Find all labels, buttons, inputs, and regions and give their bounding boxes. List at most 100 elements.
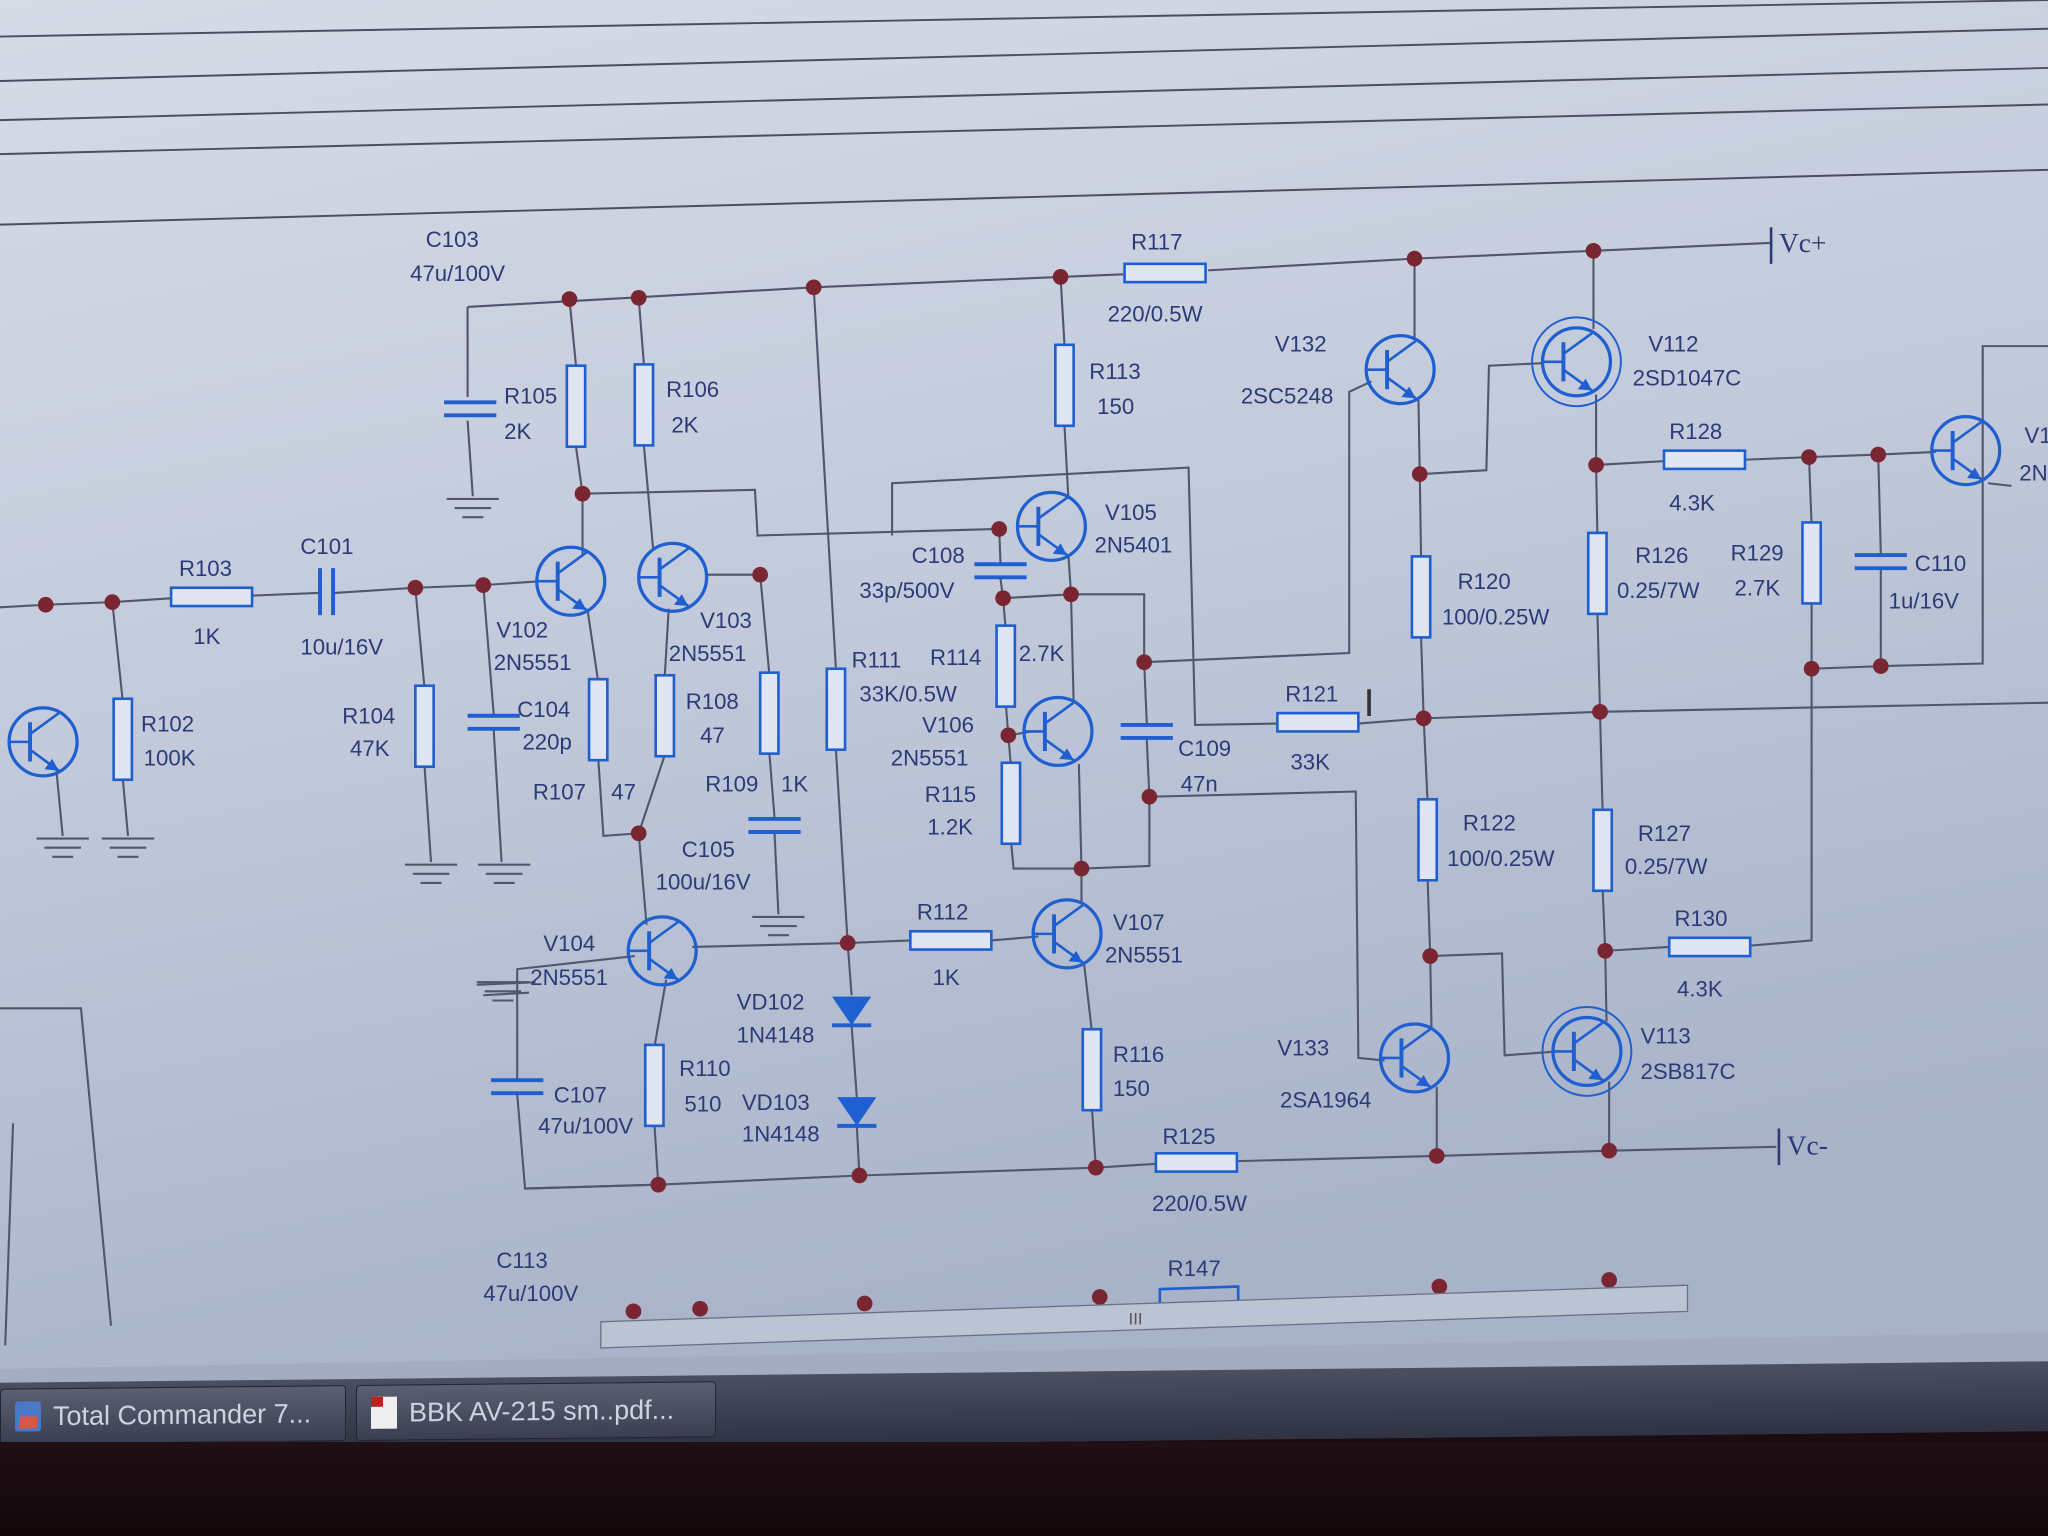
component-value: 47u/100V bbox=[410, 261, 505, 286]
component-v101[interactable] bbox=[7, 706, 79, 778]
horizontal-scrollbar[interactable]: III bbox=[600, 1284, 1689, 1349]
component-label: R130 bbox=[1674, 906, 1727, 931]
junction-node bbox=[625, 1303, 642, 1320]
taskbar-item-pdf[interactable]: BBK AV-215 sm..pdf... bbox=[356, 1381, 716, 1441]
taskbar-item-total-commander[interactable]: Total Commander 7... bbox=[0, 1385, 346, 1445]
component-label: R147 bbox=[1168, 1256, 1221, 1281]
component-value: 150 bbox=[1097, 394, 1134, 419]
junction-node bbox=[1415, 710, 1432, 727]
wire bbox=[482, 585, 495, 715]
component-value: 0.25/7W bbox=[1617, 578, 1700, 603]
wire bbox=[492, 730, 503, 863]
component-label: R111 bbox=[852, 647, 902, 672]
component-r147[interactable]: R147 bbox=[1158, 1256, 1240, 1304]
resistor-body bbox=[1667, 936, 1752, 958]
component-v1x[interactable]: V12N bbox=[1930, 415, 2048, 487]
component-label: R108 bbox=[686, 689, 739, 714]
component-label: V1 bbox=[2024, 423, 2048, 448]
component-value: 2N5551 bbox=[1105, 943, 1183, 968]
junction-node bbox=[650, 1176, 667, 1193]
junction-node bbox=[1597, 943, 1614, 959]
component-label: R122 bbox=[1463, 811, 1516, 836]
floppy-icon bbox=[15, 1401, 41, 1432]
component-value: 47 bbox=[611, 779, 636, 804]
wire bbox=[111, 602, 124, 702]
component-value: 100K bbox=[144, 745, 196, 770]
wire bbox=[812, 287, 837, 669]
component-label: V106 bbox=[922, 713, 974, 738]
junction-node bbox=[475, 577, 492, 593]
resistor-body bbox=[1158, 1285, 1240, 1304]
component-label: R116 bbox=[1113, 1042, 1164, 1067]
component-r111[interactable]: R111 33K/0.5W bbox=[825, 647, 957, 752]
resistor-body bbox=[587, 677, 609, 762]
wire bbox=[1077, 764, 1083, 869]
wire bbox=[1605, 945, 1670, 952]
component-value: 1u/16V bbox=[1889, 589, 1960, 614]
resistor-body bbox=[112, 697, 134, 782]
component-value: 2N5551 bbox=[891, 745, 969, 770]
component-value: 220p bbox=[522, 730, 571, 755]
component-label: R102 bbox=[141, 711, 194, 736]
junction-node bbox=[1091, 1289, 1108, 1305]
text-cursor: I bbox=[1364, 682, 1375, 725]
wire bbox=[1877, 454, 1882, 554]
scrollbar-grip[interactable]: III bbox=[1128, 1309, 1142, 1328]
wire bbox=[597, 757, 639, 838]
component-value: 4.3K bbox=[1669, 491, 1715, 516]
component-r130[interactable]: R130 4.3K bbox=[1667, 906, 1752, 1002]
component-value: 1N4148 bbox=[742, 1122, 820, 1147]
component-v106[interactable]: V106 2N5551 bbox=[891, 695, 1094, 770]
component-value: 4.3K bbox=[1677, 977, 1723, 1002]
junction-node bbox=[752, 566, 768, 583]
wire bbox=[1987, 482, 2012, 487]
component-r102[interactable]: R102 100K bbox=[112, 697, 196, 782]
component-value: 33K/0.5W bbox=[859, 681, 956, 706]
junction-node bbox=[1803, 660, 1820, 677]
junction-node bbox=[1141, 788, 1158, 805]
junction-node bbox=[995, 590, 1011, 607]
